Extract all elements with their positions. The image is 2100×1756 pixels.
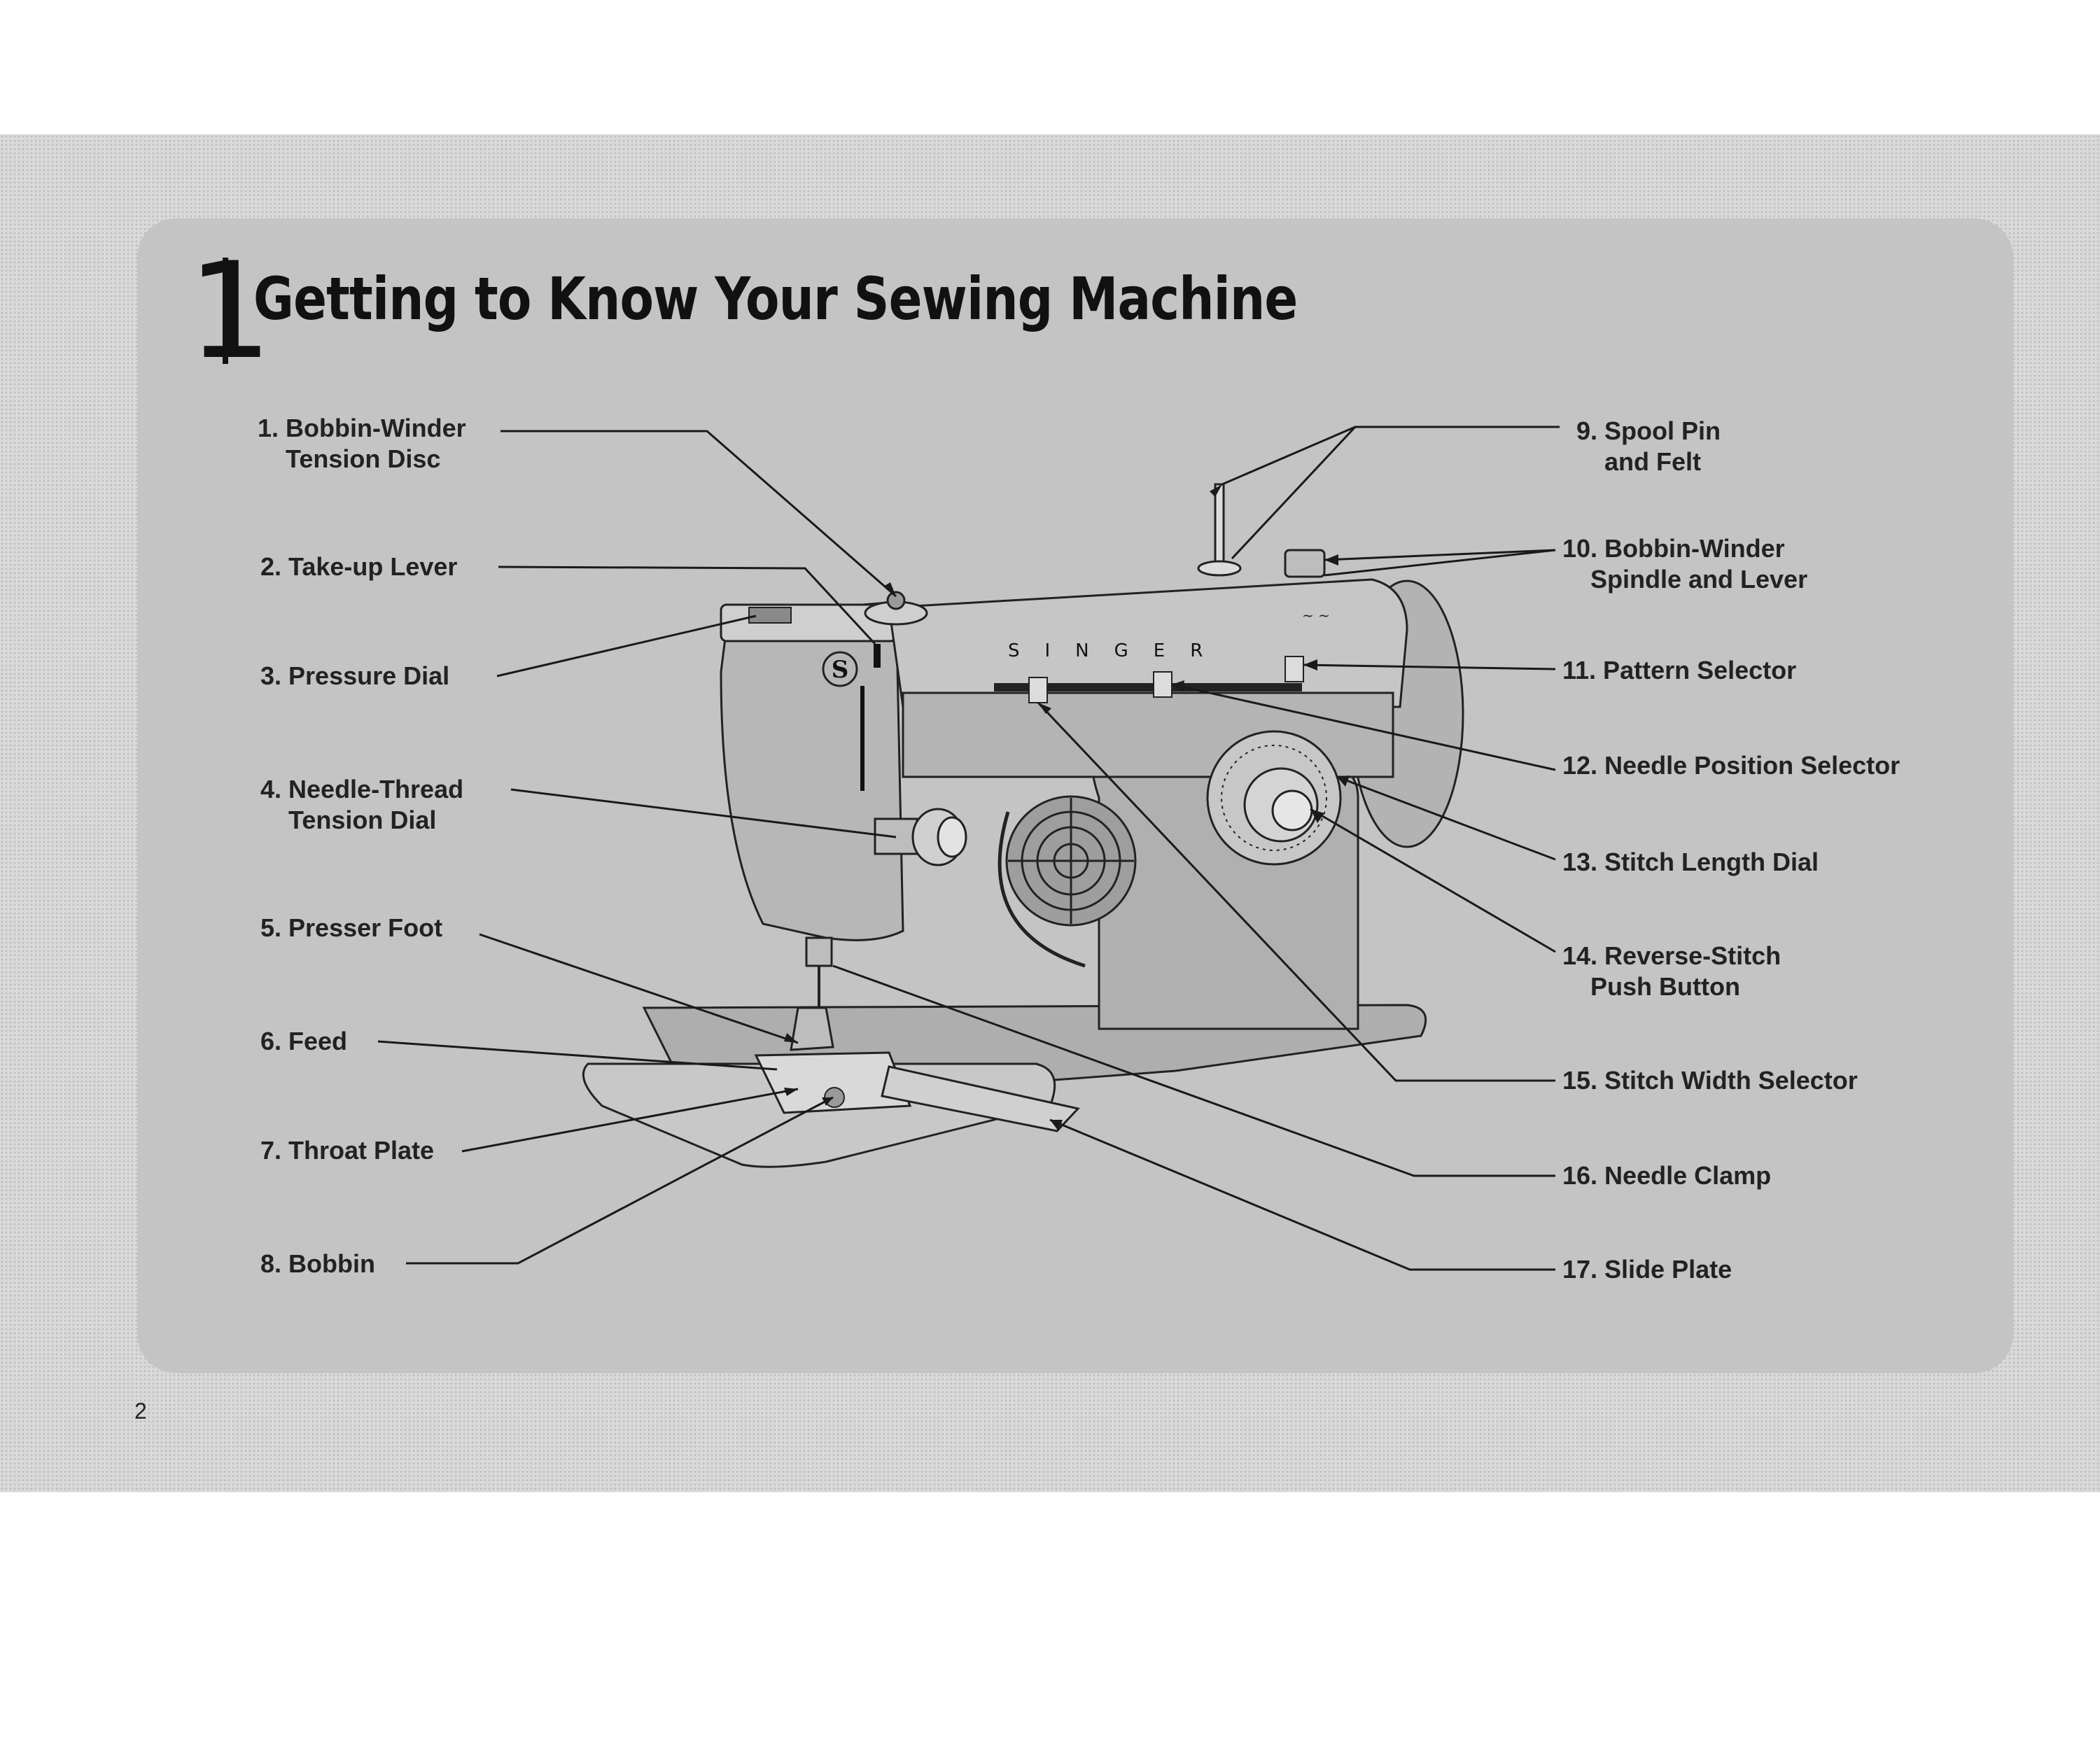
callout-1: 1. Bobbin-Winder Tension Disc	[258, 414, 466, 473]
spool-pin-icon	[1214, 483, 1225, 568]
page-number: 2	[134, 1398, 147, 1424]
callout-16: 16. Needle Clamp	[1562, 1161, 1772, 1190]
callout-17: 17. Slide Plate	[1562, 1255, 1732, 1284]
pressure-dial-icon	[748, 607, 792, 624]
presser-foot-icon	[790, 1006, 834, 1051]
leader-lines	[377, 426, 1560, 1271]
callout-8: 8. Bobbin	[260, 1249, 375, 1278]
callout-7: 7. Throat Plate	[260, 1136, 435, 1165]
callout-4: 4. Needle-Thread Tension Dial	[260, 775, 464, 834]
machine-arm	[888, 578, 1408, 708]
callout-10: 10. Bobbin-Winder Spindle and Lever	[1562, 534, 1808, 593]
needle-clamp-icon	[805, 936, 833, 967]
take-up-lever-icon	[874, 644, 881, 668]
callout-9: 9. Spool Pin and Felt	[1576, 416, 1721, 476]
callout-14: 14. Reverse-Stitch Push Button	[1562, 941, 1782, 1001]
callout-2: 2. Take-up Lever	[260, 552, 458, 581]
callout-15: 15. Stitch Width Selector	[1562, 1066, 1858, 1095]
callout-3: 3. Pressure Dial	[260, 661, 450, 690]
needle-position-selector-icon	[1153, 671, 1172, 698]
pattern-selector-icon	[1284, 656, 1304, 682]
slide-plate-icon	[881, 1065, 1080, 1132]
power-cord	[997, 811, 1086, 968]
stitch-width-selector-icon	[1028, 677, 1048, 703]
leader-arrowheads	[784, 484, 1350, 1131]
brand-lettering: SINGER	[1008, 640, 1228, 661]
reverse-stitch-button-icon	[1271, 789, 1313, 831]
spool-felt	[1197, 560, 1242, 577]
stitch-length-dial-icon	[1206, 730, 1342, 866]
page-title: Getting to Know Your Sewing Machine	[253, 265, 1298, 333]
head-logo-letter: S	[832, 656, 849, 684]
selector-slot	[994, 683, 1302, 691]
bobbin-winder-tension-disc-icon	[864, 591, 928, 626]
callout-11: 11. Pattern Selector	[1562, 656, 1797, 684]
machine-head	[720, 600, 904, 941]
callout-12: 12. Needle Position Selector	[1562, 751, 1900, 780]
callout-5: 5. Presser Foot	[260, 913, 443, 942]
bobbin-winder-spindle-icon	[1284, 549, 1326, 578]
chapter-number: 1	[188, 234, 272, 388]
model-script: ~ ~	[1302, 607, 1330, 624]
motor-fan-icon	[1005, 795, 1137, 927]
brand-name: SINGER	[1008, 640, 1228, 661]
callout-6: 6. Feed	[260, 1027, 348, 1055]
callout-13: 13. Stitch Length Dial	[1562, 848, 1819, 876]
